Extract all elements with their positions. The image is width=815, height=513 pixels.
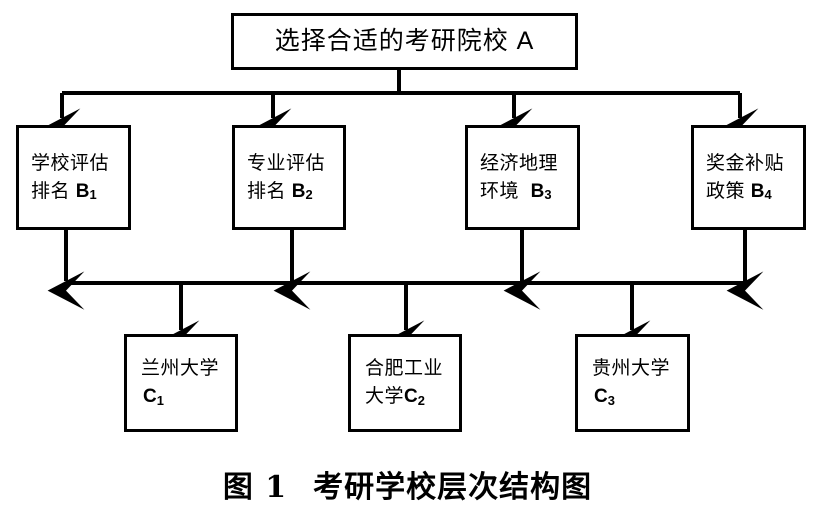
node-criterion-b4[interactable]: 奖金补贴 政策 B4 <box>691 125 806 230</box>
node-alternative-c3-code: C3 <box>594 386 615 408</box>
node-criterion-b3-line1: 经济地理 <box>480 152 559 174</box>
node-goal-a[interactable]: 选择合适的考研院校 A <box>231 13 578 70</box>
connector-goal-to-bus1 <box>62 70 740 95</box>
node-criterion-b1-line1: 学校评估 <box>31 152 110 174</box>
node-criterion-b1[interactable]: 学校评估 排名 B1 <box>16 125 131 230</box>
node-alternative-c3-line1: 贵州大学 <box>592 358 671 380</box>
node-criterion-b1-line2: 排名 B1 <box>31 180 97 203</box>
node-alternative-c2-line2: 大学C2 <box>365 386 425 408</box>
arrows-bus1-to-criteria <box>43 93 759 147</box>
node-criterion-b2-line1: 专业评估 <box>247 152 326 174</box>
node-alternative-c1-line1: 兰州大学 <box>141 358 220 380</box>
node-criterion-b3[interactable]: 经济地理 环境 B3 <box>465 125 580 230</box>
figure-caption: 图 1 考研学校层次结构图 <box>0 462 815 506</box>
node-goal-a-text: 选择合适的考研院校 A <box>274 27 535 56</box>
node-criterion-b3-line2: 环境 B3 <box>480 180 552 203</box>
node-criterion-b4-line1: 奖金补贴 <box>706 152 785 174</box>
node-criterion-b4-line2: 政策 B4 <box>706 180 772 203</box>
figure-caption-title: 考研学校层次结构图 <box>313 470 593 505</box>
node-alternative-c3[interactable]: 贵州大学 C3 <box>575 334 690 432</box>
node-criterion-b2[interactable]: 专业评估 排名 B2 <box>232 125 346 230</box>
node-criterion-b2-line2: 排名 B2 <box>247 180 313 203</box>
node-alternative-c2[interactable]: 合肥工业 大学C2 <box>348 334 462 432</box>
arrows-bus2-to-alternatives <box>162 283 651 359</box>
node-alternative-c1[interactable]: 兰州大学 C1 <box>124 334 238 432</box>
figure-caption-label: 图 1 <box>222 470 288 505</box>
node-alternative-c1-code: C1 <box>143 386 164 408</box>
node-alternative-c2-line1: 合肥工业 <box>365 358 444 380</box>
arrows-criteria-to-bus2 <box>47 230 764 310</box>
